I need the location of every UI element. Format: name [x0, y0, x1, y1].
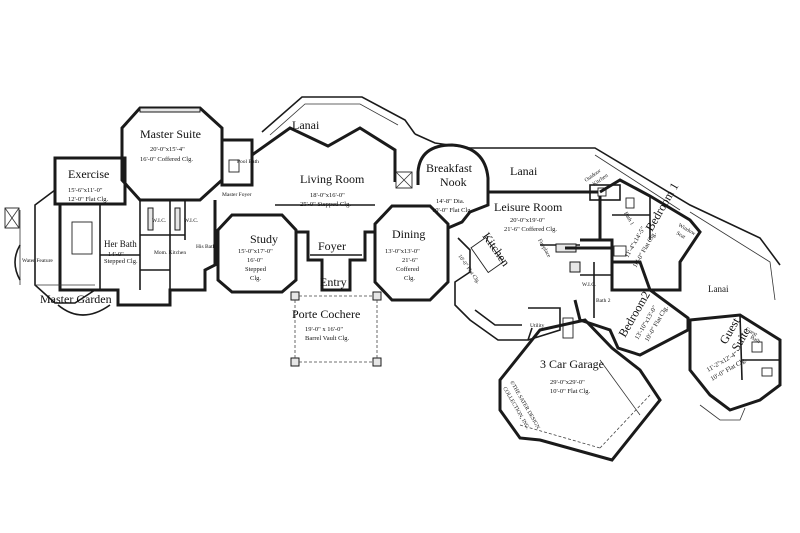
dining-dims: 13'-0"x13'-0" — [385, 248, 420, 255]
master-garden-label: Master Garden — [40, 292, 112, 306]
bath-2-label: Bath 2 — [596, 298, 611, 304]
bath-1-label: Bath 1 — [622, 211, 635, 227]
study-walls — [216, 213, 298, 294]
wic-3-label: W.I.C. — [582, 282, 597, 288]
study-ceiling-2: Stepped — [245, 266, 267, 273]
study-dims: 15'-0"x17'-0" — [238, 248, 273, 255]
master-suite-walls — [120, 106, 224, 202]
living-room-ceiling: 25'-0" Stepped Clg. — [300, 201, 351, 208]
exercise-walls — [53, 156, 127, 206]
master-foyer-label: Master Foyer — [222, 192, 252, 198]
lanai-left-label: Lanai — [292, 118, 320, 132]
water-feature-label: Water Feature — [22, 258, 53, 264]
exercise-label: Exercise — [68, 167, 109, 181]
dining-label: Dining — [392, 227, 425, 241]
leisure-room-walls — [488, 190, 602, 242]
study-ceiling-3: Clg. — [250, 275, 261, 282]
breakfast-nook-label-2: Nook — [440, 175, 467, 189]
pool-bath-walls — [220, 138, 254, 187]
lanai-right-label: Lanai — [510, 164, 538, 178]
porte-cochere-columns — [290, 291, 382, 367]
leisure-room-label: Leisure Room — [494, 200, 563, 214]
bedroom-2-walls — [565, 246, 690, 357]
her-bath-label: Her Bath — [104, 239, 137, 249]
exercise-ceiling: 12'-0" Flat Clg. — [68, 196, 108, 203]
garage-label: 3 Car Garage — [540, 357, 604, 371]
guest-bath-label: Guest — [744, 327, 759, 339]
dining-walls — [373, 204, 450, 302]
leisure-room-ceiling: 21'-6" Coffered Clg. — [504, 226, 557, 233]
bedroom-1-walls — [599, 178, 702, 292]
entry-label: Entry — [320, 275, 347, 289]
living-room-dims: 18'-0"x16'-0" — [310, 192, 345, 199]
utility-walls — [527, 307, 561, 341]
porte-cochere-ceiling: Barrel Vault Clg. — [305, 335, 349, 342]
master-garden-walls — [4, 189, 111, 316]
master-suite-ceiling: 16'-0" Coffered Clg. — [140, 156, 193, 163]
kitchen-ceiling: 10'-0" Flat Clg. — [456, 254, 481, 286]
master-suite-label: Master Suite — [140, 127, 201, 141]
lanai-far-label: Lanai — [708, 284, 729, 294]
dining-ceiling-3: Clg. — [404, 275, 415, 282]
study-ceiling: 16'-0" — [247, 257, 263, 264]
breakfast-nook-label: Breakfast — [426, 161, 473, 175]
living-room-walls — [251, 126, 397, 182]
dining-ceiling-2: Coffered — [396, 266, 420, 273]
dining-ceiling: 21'-6" — [402, 257, 418, 264]
garage-ceiling: 10'-0" Flat Clg. — [550, 388, 590, 395]
garage-walls — [498, 318, 662, 462]
fireplace-label: Fireplace — [536, 238, 552, 259]
breakfast-nook-ceiling: 10'-0" Flat Clg. — [432, 207, 472, 214]
garage-dims: 29'-0"x29'-0" — [550, 379, 585, 386]
mom-kitchen-label: Mom. Kitchen — [154, 250, 186, 256]
leisure-room-dims: 20'-0"x19'-0" — [510, 217, 545, 224]
guest-bath-label-2: Bath — [749, 335, 761, 346]
utility-label: Utility — [530, 323, 545, 329]
her-bath-ceiling: Stepped Clg. — [104, 258, 138, 265]
porte-cochere-dims: 19'-0" x 16'-0" — [305, 326, 343, 333]
lanai-roof-lines — [261, 96, 781, 301]
master-suite-dims: 20'-0"x15'-4" — [150, 146, 185, 153]
exercise-dims: 15'-6"x11'-0" — [68, 187, 103, 194]
kitchen-walls — [447, 192, 490, 230]
breakfast-nook-dims: 14'-8" Dia. — [436, 198, 465, 205]
study-label: Study — [250, 232, 278, 246]
wic-2-label: W.I.C. — [184, 218, 199, 224]
foyer-label: Foyer — [318, 239, 346, 253]
breakfast-nook-walls — [416, 143, 490, 192]
pool-bath-label: Pool Bath — [237, 159, 259, 165]
living-room-label: Living Room — [300, 172, 365, 186]
her-bath-dims: 14'-0" — [108, 251, 124, 258]
his-bath-label: His Bath — [196, 244, 216, 250]
wic-1-label: W.I.C. — [152, 218, 167, 224]
guest-suite-walls — [688, 313, 782, 412]
porte-cochere-label: Porte Cochere — [292, 307, 360, 321]
window-seat-label-2: Seat — [675, 231, 687, 241]
